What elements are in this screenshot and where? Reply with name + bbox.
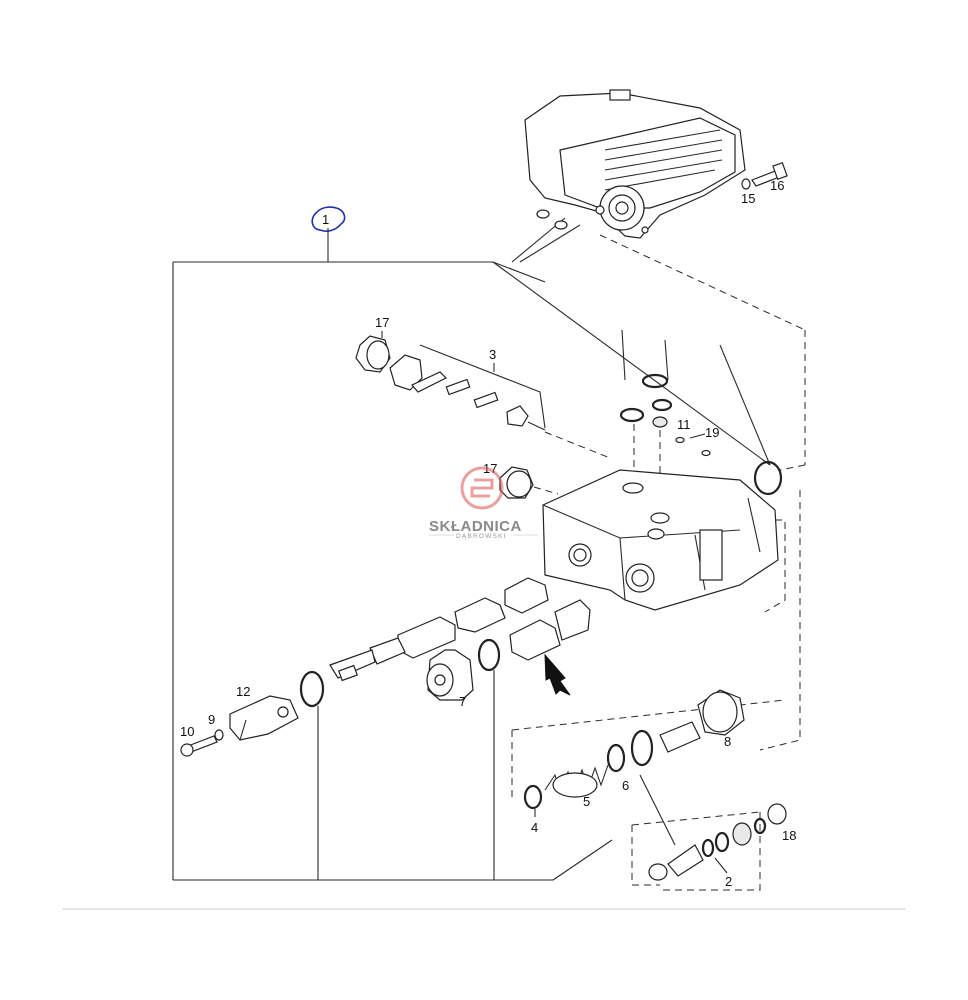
callout-10: 10 bbox=[180, 724, 194, 739]
callout-16: 16 bbox=[770, 178, 784, 193]
cover-12 bbox=[229, 695, 299, 741]
callout-7: 7 bbox=[459, 694, 466, 709]
callout-4: 4 bbox=[531, 820, 538, 835]
piston bbox=[509, 599, 591, 661]
callout-19: 19 bbox=[705, 425, 719, 440]
actuator-housing bbox=[524, 89, 746, 239]
o-ring-large bbox=[753, 460, 783, 496]
callout-5: 5 bbox=[583, 794, 590, 809]
callout-6: 6 bbox=[622, 778, 629, 793]
o-ring-6b bbox=[630, 729, 654, 767]
o-ring-7 bbox=[477, 638, 501, 672]
o-ring-port bbox=[619, 407, 645, 423]
annotation-marker bbox=[311, 206, 346, 232]
o-ring-6 bbox=[606, 743, 626, 773]
o-ring-port bbox=[641, 373, 669, 389]
flow-arrow bbox=[544, 653, 571, 696]
plug-8 bbox=[697, 689, 745, 736]
spring-5 bbox=[544, 764, 609, 798]
o-ring-small bbox=[554, 220, 568, 230]
o-ring-12 bbox=[299, 670, 325, 708]
screw-16 bbox=[751, 161, 788, 187]
ring-2b bbox=[714, 831, 730, 853]
callout-17-upper: 17 bbox=[375, 315, 389, 330]
watermark-subtitle: DĄBROWSKI bbox=[456, 533, 507, 540]
snap-ring-4 bbox=[523, 784, 543, 810]
assembly-frame bbox=[173, 261, 546, 283]
callout-18: 18 bbox=[782, 828, 796, 843]
valve-body bbox=[542, 469, 779, 611]
ring-2a bbox=[701, 838, 715, 858]
washer-9 bbox=[214, 729, 224, 741]
o-ring-small bbox=[536, 209, 550, 219]
screw-10 bbox=[180, 735, 218, 757]
watermark-name: SKŁADNICA bbox=[429, 518, 522, 535]
watermark-logo bbox=[460, 466, 504, 510]
cover-17-lower bbox=[499, 466, 534, 499]
o-ring-port bbox=[651, 398, 673, 412]
callout-8: 8 bbox=[724, 734, 731, 749]
sleeve-2 bbox=[732, 822, 752, 846]
callout-15: 15 bbox=[741, 191, 755, 206]
plug-11 bbox=[652, 416, 668, 428]
callout-3: 3 bbox=[489, 347, 496, 362]
washer-15 bbox=[741, 178, 751, 190]
callout-12: 12 bbox=[236, 684, 250, 699]
valve-cone-2 bbox=[648, 844, 704, 881]
spool-assembly bbox=[329, 577, 549, 682]
plug-7 bbox=[426, 649, 474, 701]
sleeve bbox=[659, 721, 701, 753]
callout-2: 2 bbox=[725, 874, 732, 889]
plug-18 bbox=[767, 803, 787, 825]
assembly-3 bbox=[389, 344, 546, 431]
cover-17-upper bbox=[355, 335, 391, 373]
callout-11: 11 bbox=[677, 417, 691, 432]
callout-9: 9 bbox=[208, 712, 215, 727]
seal-19 bbox=[675, 436, 685, 444]
seal-19 bbox=[701, 449, 711, 457]
callout-1: 1 bbox=[322, 212, 329, 227]
